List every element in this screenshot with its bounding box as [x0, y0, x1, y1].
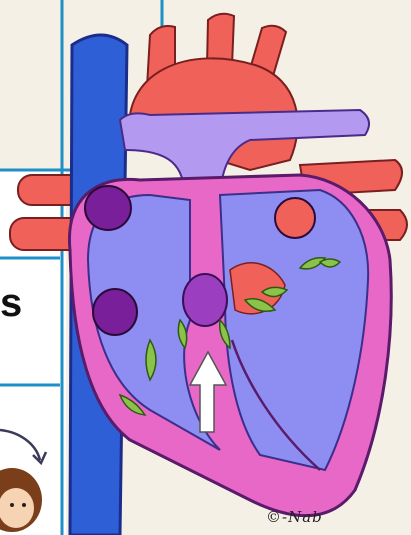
side-text-fragment: s	[0, 283, 22, 323]
credit-signature: ©-Nab	[266, 508, 323, 526]
pulmonary-valve	[183, 274, 227, 326]
